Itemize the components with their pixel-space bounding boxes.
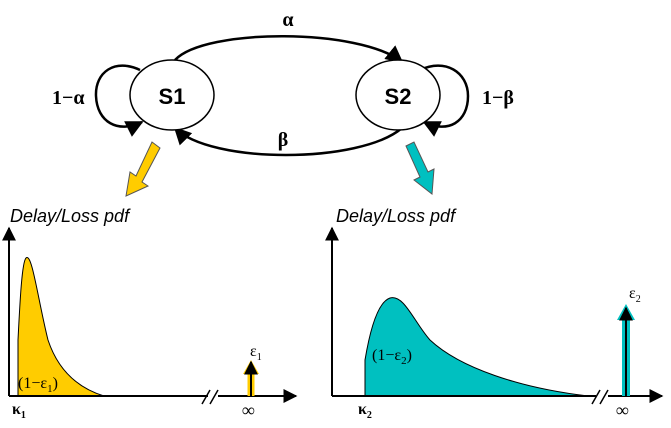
right-area-label: (1−ε2) (372, 347, 412, 367)
left-pdf-title: Delay/Loss pdf (10, 206, 131, 226)
arc-s1-to-s2 (174, 35, 404, 64)
left-area-label: (1−ε1) (18, 375, 58, 395)
right-pdf-area (364, 297, 589, 397)
right-infinity-label: ∞ (616, 400, 629, 420)
label-one-minus-alpha: 1−α (52, 87, 85, 109)
arrow-s2-to-right-pdf (405, 141, 435, 195)
label-beta: β (278, 129, 289, 151)
left-origin-label: κ1 (12, 401, 26, 421)
label-one-minus-beta: 1−β (482, 87, 514, 109)
right-pdf-panel: Delay/Loss pdf (1−ε2) ε2 κ2 ∞ (325, 206, 664, 421)
state-s1 (129, 59, 215, 131)
label-alpha: α (282, 9, 293, 31)
arc-s2-to-s1 (173, 126, 403, 157)
left-axis-break-1 (201, 389, 211, 405)
s2-self-loop (419, 64, 470, 137)
state-s1-label: S1 (159, 84, 186, 109)
left-infinity-label: ∞ (242, 400, 255, 420)
arrow-s1-to-left-pdf (125, 141, 161, 197)
left-pdf-panel: Delay/Loss pdf (1−ε1) ε1 κ1 ∞ (1, 206, 298, 421)
right-pdf-title: Delay/Loss pdf (336, 206, 457, 226)
state-s2-label: S2 (385, 84, 412, 109)
right-impulse-label: ε2 (629, 285, 641, 305)
state-s2 (355, 59, 441, 131)
left-impulse-label: ε1 (250, 343, 262, 363)
right-axis-break-1 (591, 389, 601, 405)
left-pdf-area (17, 257, 105, 397)
left-axis-break-2 (209, 389, 219, 405)
right-origin-label: κ2 (358, 401, 372, 421)
right-axis-break-2 (599, 389, 609, 405)
s1-self-loop (94, 64, 144, 137)
markov-chain: S1 S2 α β 1−α 1−β (52, 9, 514, 157)
